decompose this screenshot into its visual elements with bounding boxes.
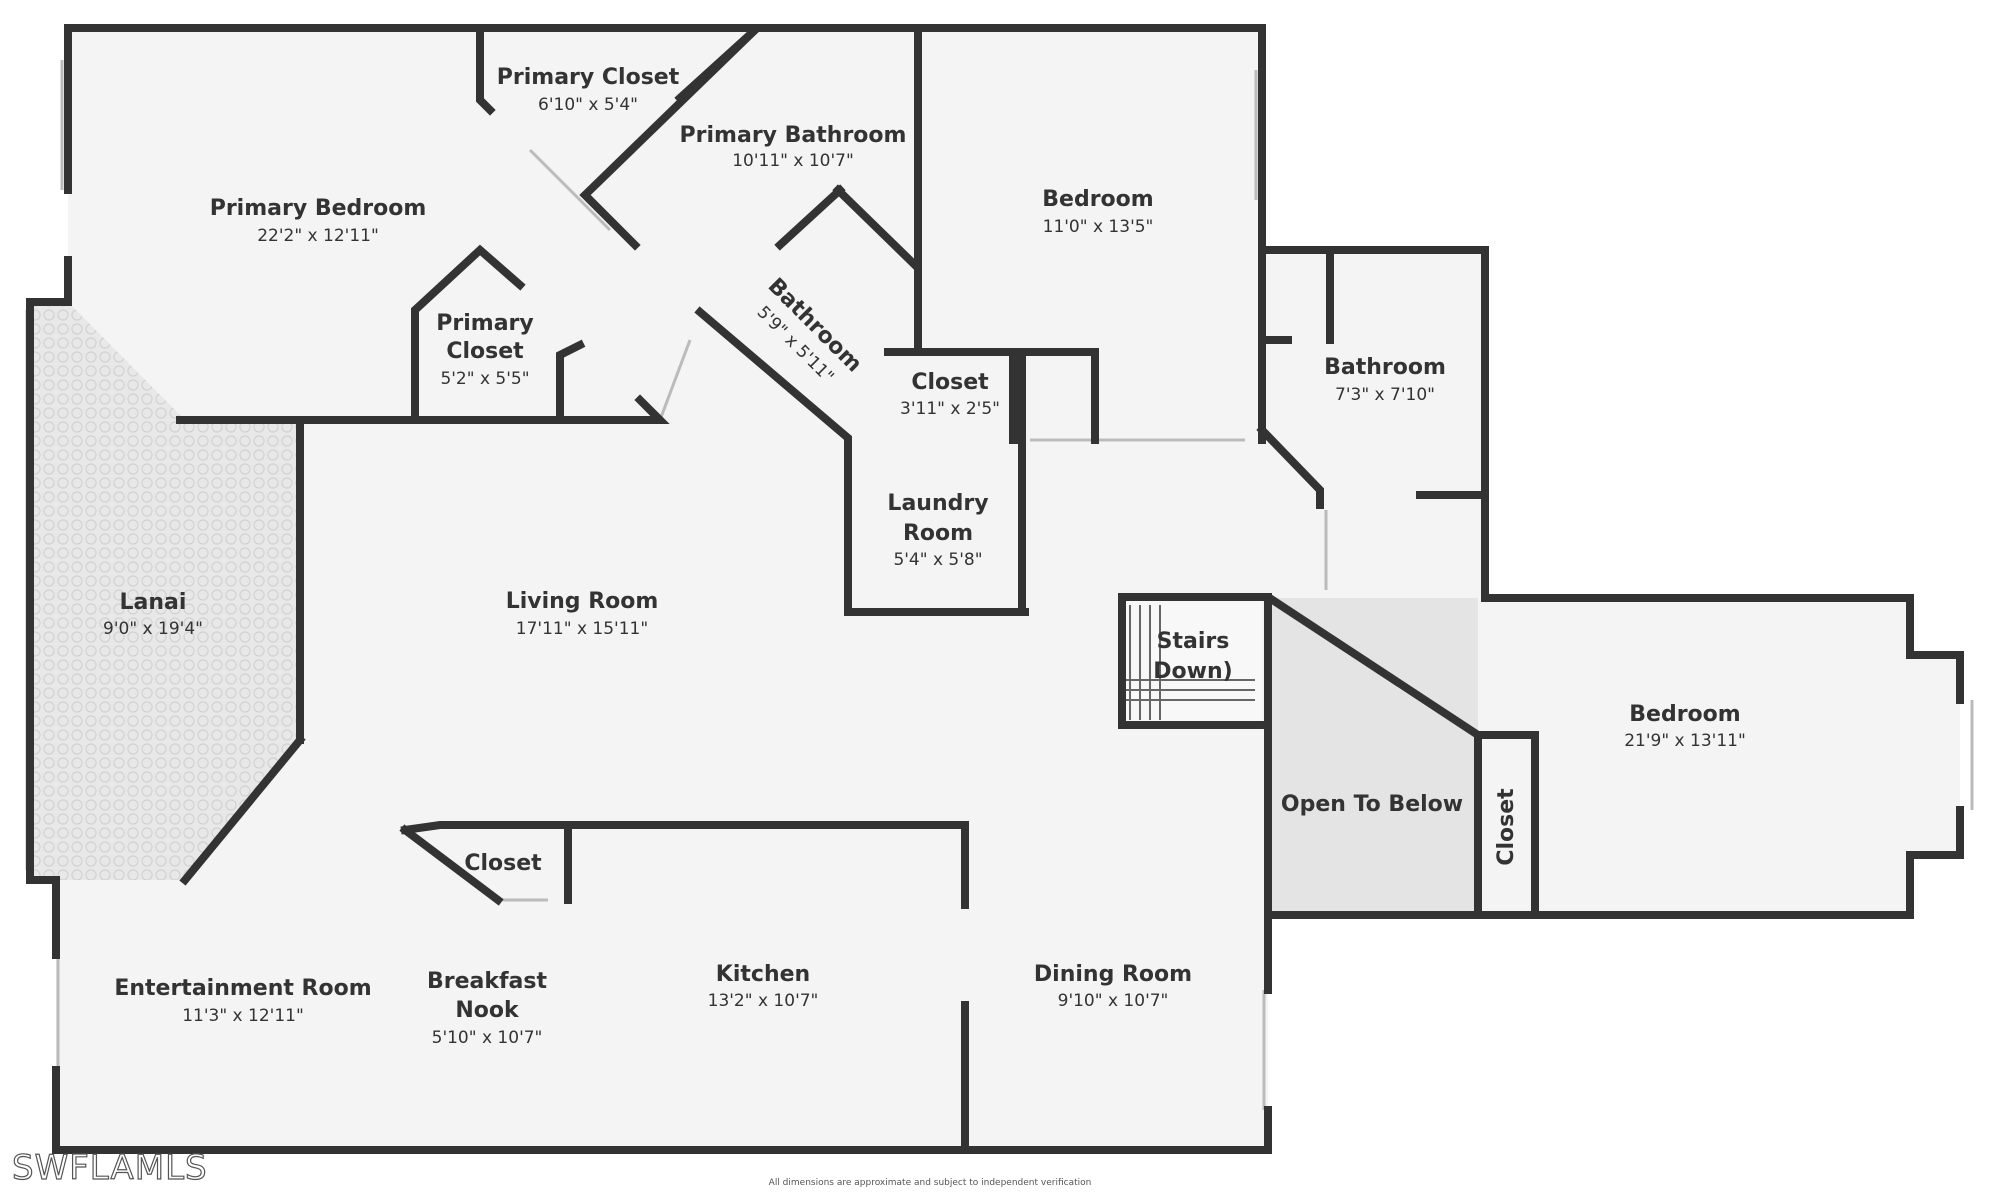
primary-closet-small-dims: 5'2" x 5'5" bbox=[440, 369, 529, 389]
bedroom-right-name: Bedroom bbox=[1629, 702, 1740, 727]
bathroom-right-dims: 7'3" x 7'10" bbox=[1335, 385, 1435, 405]
stairs-name-1: Stairs bbox=[1157, 629, 1230, 654]
entertainment-dims: 11'3" x 12'11" bbox=[182, 1006, 304, 1026]
primary-bedroom-name: Primary Bedroom bbox=[210, 196, 427, 221]
lanai-name: Lanai bbox=[120, 590, 187, 615]
stairs-treads bbox=[1125, 605, 1255, 720]
primary-bathroom-name: Primary Bathroom bbox=[680, 123, 907, 148]
closet-mid-name: Closet bbox=[911, 370, 989, 395]
kitchen-dims: 13'2" x 10'7" bbox=[708, 991, 819, 1011]
stairs-floor bbox=[1122, 597, 1262, 725]
closet-lower-name: Closet bbox=[464, 851, 542, 876]
dining-room-dims: 9'10" x 10'7" bbox=[1058, 991, 1169, 1011]
open-to-below-floor bbox=[1268, 598, 1478, 915]
laundry-name-1: Laundry bbox=[887, 491, 988, 516]
bedroom-upper-name: Bedroom bbox=[1042, 187, 1153, 212]
primary-closet-top-dims: 6'10" x 5'4" bbox=[538, 95, 638, 115]
entertainment-name: Entertainment Room bbox=[114, 976, 371, 1001]
closet-mid-dims: 3'11" x 2'5" bbox=[900, 399, 1000, 419]
bathroom-right-name: Bathroom bbox=[1324, 355, 1446, 380]
lanai-floor bbox=[30, 302, 300, 880]
breakfast-nook-dims: 5'10" x 10'7" bbox=[432, 1028, 543, 1048]
primary-bathroom-dims: 10'11" x 10'7" bbox=[732, 151, 854, 171]
bedroom-right-dims: 21'9" x 13'11" bbox=[1624, 731, 1746, 751]
primary-bedroom-dims: 22'2" x 12'11" bbox=[257, 226, 379, 246]
room-labels: Primary Closet 6'10" x 5'4" Primary Bath… bbox=[103, 65, 1746, 1048]
bedroom-upper-dims: 11'0" x 13'5" bbox=[1043, 217, 1154, 237]
walls bbox=[26, 24, 1964, 1154]
primary-closet-small-name-2: Closet bbox=[446, 339, 524, 364]
stairs-name-2: Down) bbox=[1153, 659, 1232, 684]
living-room-dims: 17'11" x 15'11" bbox=[516, 619, 648, 639]
lanai-dims: 9'0" x 19'4" bbox=[103, 619, 203, 639]
primary-closet-top-name: Primary Closet bbox=[497, 65, 680, 90]
living-room-name: Living Room bbox=[506, 589, 659, 614]
primary-closet-small-name-1: Primary bbox=[436, 311, 533, 336]
laundry-dims: 5'4" x 5'8" bbox=[893, 550, 982, 570]
dimensions-disclaimer: All dimensions are approximate and subje… bbox=[768, 1178, 1092, 1188]
laundry-name-2: Room bbox=[903, 521, 973, 546]
swflamls-watermark: SWFLAMLS bbox=[11, 1147, 208, 1188]
kitchen-name: Kitchen bbox=[716, 962, 810, 987]
open-to-below-name: Open To Below bbox=[1281, 792, 1463, 817]
closet-vertical-name: Closet bbox=[1494, 788, 1519, 866]
breakfast-nook-name-1: Breakfast bbox=[427, 969, 548, 994]
dining-room-name: Dining Room bbox=[1034, 962, 1192, 987]
breakfast-nook-name-2: Nook bbox=[455, 998, 520, 1023]
